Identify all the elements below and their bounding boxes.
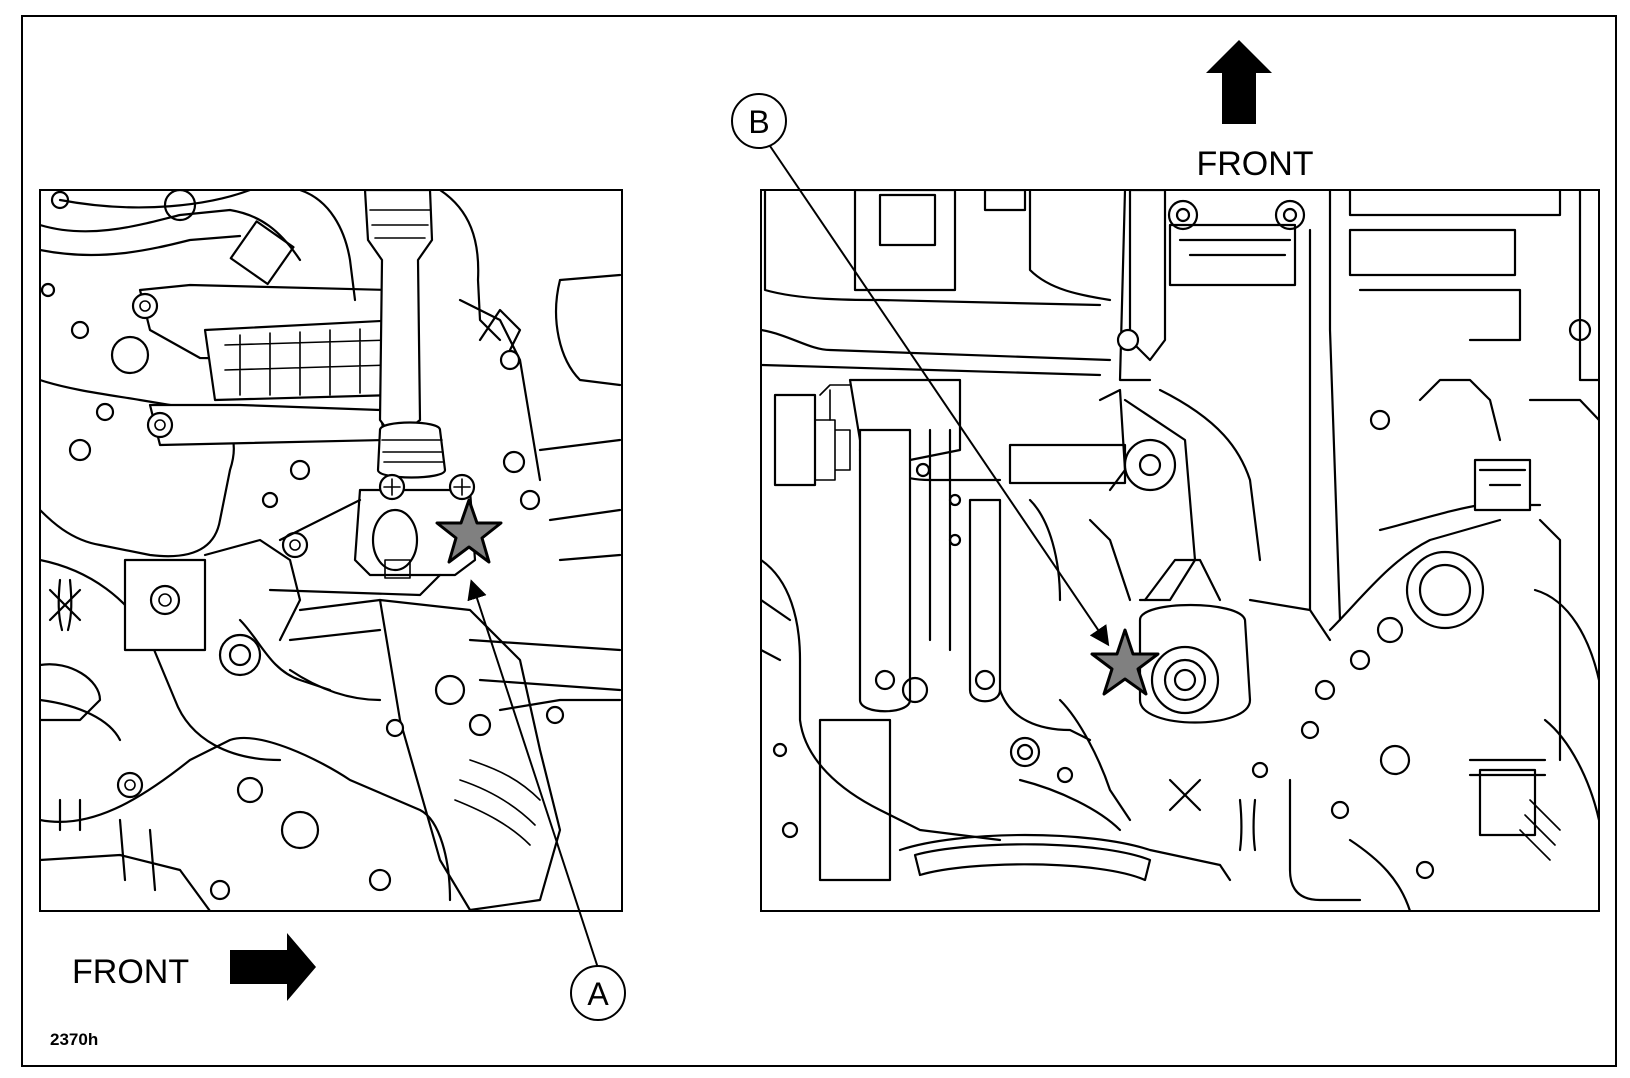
callout-a-leader [467,579,599,969]
callout-a-label: A [587,976,609,1012]
figure-code: 2370h [50,1030,98,1049]
left-front-label: FRONT [72,953,189,991]
left-panel: A FRONT [39,189,626,1021]
right-panel-illustration [761,190,1599,911]
callout-b: B [731,93,787,149]
right-front-label: FRONT [1196,145,1313,183]
star-icon [435,498,503,564]
callout-b-leader [769,145,1110,647]
callout-a: A [570,965,626,1021]
right-panel: B FRONT [731,40,1600,912]
callout-b-label: B [748,104,769,140]
front-arrow-right-icon [230,933,316,1001]
front-arrow-up-icon [1206,40,1272,124]
left-panel-illustration [40,190,622,911]
star-icon [1090,628,1160,696]
outer-frame [21,15,1617,1067]
